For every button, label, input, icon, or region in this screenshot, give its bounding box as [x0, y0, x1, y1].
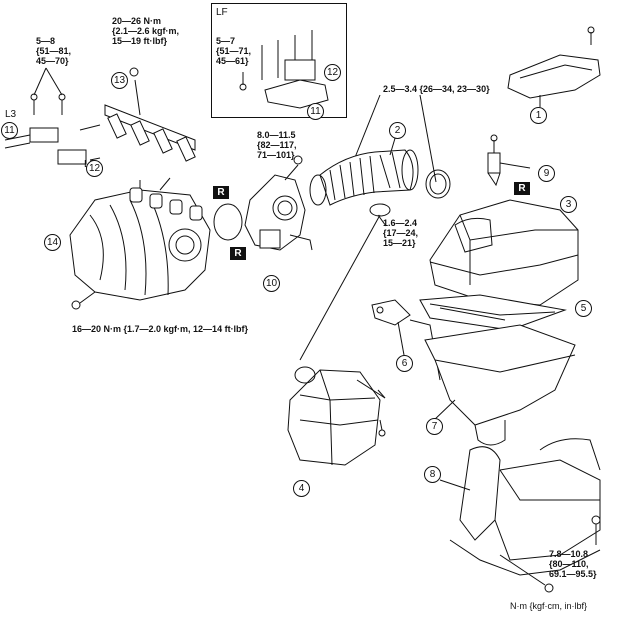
torque-label-3: 2.5—3.4 {26—34, 23—30} — [383, 84, 490, 94]
torque-label-4: 8.0—11.5{82—117,71—101} — [257, 130, 297, 160]
torque-label-2: 20—26 N·m{2.1—2.6 kgf·m,15—19 ft·lbf} — [112, 16, 180, 46]
callout-2: 2 — [389, 122, 406, 139]
replace-badge: R — [213, 186, 229, 199]
throttle-gasket — [213, 203, 243, 241]
part-air-hose-2 — [309, 134, 419, 206]
inset-callout-12: 12 — [324, 64, 341, 81]
part-cover-1 — [507, 26, 601, 107]
torque-label-1: 5—8{51—81,45—70} — [36, 36, 72, 66]
inset-lf-box — [211, 3, 347, 118]
part-resonator-8 — [439, 438, 601, 593]
callout-4: 4 — [293, 480, 310, 497]
part-connectors-left — [4, 67, 101, 165]
callout-9: 9 — [538, 165, 555, 182]
part-filter-5 — [419, 294, 567, 331]
callout-3: 3 — [560, 196, 577, 213]
inset-torque-label: 5—7{51—71,45—61} — [216, 36, 252, 66]
torque-label-7: 7.8—10.8{80—110,69.1—95.5} — [549, 549, 597, 579]
units-note: N·m {kgf·cm, in·lbf} — [510, 601, 588, 611]
part-air-cleaner-case-7 — [424, 324, 576, 446]
part-intake-manifold-14 — [69, 177, 211, 310]
callout-10: 10 — [263, 275, 280, 292]
part-clamp — [425, 169, 451, 199]
callout-6: 6 — [396, 355, 413, 372]
torque-label-6: 16—20 N·m {1.7—2.0 kgf·m, 12—14 ft·lbf} — [72, 324, 249, 334]
callout-13: 13 — [111, 72, 128, 89]
inset-title: LF — [216, 7, 228, 18]
part-gasket-row — [129, 187, 203, 221]
callout-14: 14 — [44, 234, 61, 251]
part-fuel-rail-13 — [104, 67, 196, 162]
part-sensor-9 — [487, 134, 531, 214]
callout-11: 11 — [1, 122, 18, 139]
inset-drawing — [239, 30, 329, 109]
part-air-cleaner-cover-3 — [429, 199, 579, 306]
part-gasket-6 — [371, 299, 411, 356]
callout-12: 12 — [86, 160, 103, 177]
callout-8: 8 — [424, 466, 441, 483]
torque-label-5: 1.6—2.4{17—24,15—21} — [383, 218, 419, 248]
part-throttle-body-10 — [244, 155, 313, 251]
part-resonator-4 — [287, 214, 386, 466]
replace-badge: R — [230, 247, 246, 260]
inset-callout-11: 11 — [307, 103, 324, 120]
replace-badge: R — [514, 182, 530, 195]
callout-1: 1 — [530, 107, 547, 124]
label-l3-top: L3 — [5, 109, 17, 120]
callout-5: 5 — [575, 300, 592, 317]
callout-7: 7 — [426, 418, 443, 435]
